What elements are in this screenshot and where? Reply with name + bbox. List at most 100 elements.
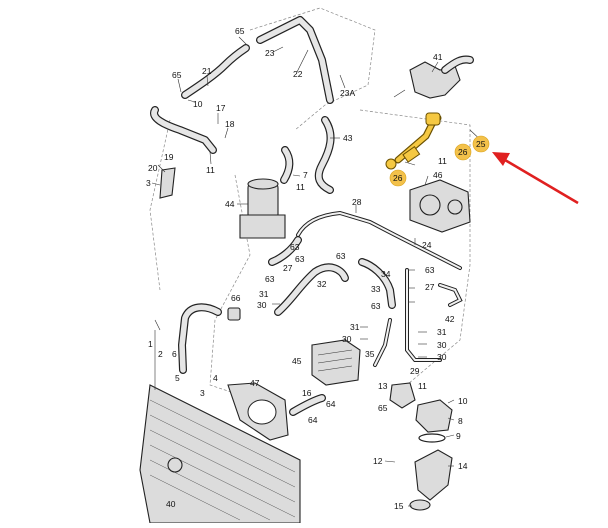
- leader-lines: [151, 36, 486, 507]
- part-46-pump: [409, 179, 471, 233]
- label-9: 9: [456, 431, 461, 441]
- label-23a: 23A: [340, 88, 355, 98]
- label-31: 31: [350, 322, 360, 332]
- label-18: 18: [225, 119, 235, 129]
- pipe-22: [256, 16, 334, 104]
- assembly-outline-top: [249, 7, 376, 131]
- label-3: 3: [200, 388, 205, 398]
- label-17: 17: [216, 103, 226, 113]
- label-11: 11: [438, 156, 447, 166]
- label-14: 14: [458, 461, 468, 471]
- label-5: 5: [175, 373, 180, 383]
- label-19: 19: [164, 152, 174, 162]
- label-43: 43: [343, 133, 353, 143]
- label-30: 30: [437, 340, 447, 350]
- label-11: 11: [418, 381, 427, 391]
- hose-1: [178, 303, 222, 374]
- part-8-flange: [415, 399, 453, 443]
- label-41: 41: [433, 52, 443, 62]
- hose-21: [181, 44, 250, 99]
- highlighted-pipe-25: [385, 112, 442, 170]
- hose-43: [314, 116, 335, 194]
- label-65: 65: [235, 26, 245, 36]
- label-2: 2: [158, 349, 163, 359]
- part-14-housing: [409, 449, 453, 511]
- label-65: 65: [378, 403, 388, 413]
- label-44: 44: [225, 199, 235, 209]
- label-26: 26: [458, 147, 468, 157]
- part-47-cover: [227, 382, 289, 441]
- label-30: 30: [257, 300, 267, 310]
- label-65: 65: [172, 70, 182, 80]
- label-30: 30: [342, 334, 352, 344]
- assembly-outline-center: [209, 174, 251, 396]
- label-63: 63: [290, 242, 300, 252]
- hose-16: [289, 394, 326, 416]
- label-11: 11: [206, 165, 215, 175]
- label-40: 40: [166, 499, 176, 509]
- label-27: 27: [283, 263, 293, 273]
- label-20: 20: [148, 163, 158, 173]
- hose-17: [150, 106, 217, 154]
- hose-32: [274, 263, 349, 316]
- label-35: 35: [365, 349, 375, 359]
- label-32: 32: [317, 279, 327, 289]
- label-6: 6: [172, 349, 177, 359]
- label-10: 10: [193, 99, 203, 109]
- label-42: 42: [445, 314, 455, 324]
- part-45-cooler: [311, 339, 361, 386]
- hose-27: [268, 236, 302, 266]
- highlight-badge-26-upper: [454, 143, 472, 161]
- label-4: 4: [213, 373, 218, 383]
- label-47: 47: [250, 378, 260, 388]
- highlight-badge-25: [472, 135, 490, 153]
- callout-labels: 65 23 22 23A 41 65 21 10 17 18 11 43 25 …: [146, 26, 486, 511]
- red-pointer-arrow: [492, 152, 579, 205]
- label-31: 31: [259, 289, 269, 299]
- label-46: 46: [433, 170, 443, 180]
- label-66: 66: [231, 293, 241, 303]
- part-41-housing: [409, 55, 474, 99]
- label-63: 63: [336, 251, 346, 261]
- label-31: 31: [437, 327, 447, 337]
- label-30: 30: [437, 352, 447, 362]
- label-1: 1: [148, 339, 153, 349]
- pipe-28: [296, 210, 462, 270]
- part-13-valve: [389, 382, 416, 409]
- label-64: 64: [308, 415, 318, 425]
- label-11: 11: [296, 182, 305, 192]
- label-63: 63: [295, 254, 305, 264]
- label-63: 63: [425, 265, 435, 275]
- label-63: 63: [371, 301, 381, 311]
- label-10: 10: [458, 396, 468, 406]
- label-25: 25: [476, 139, 486, 149]
- label-22: 22: [293, 69, 303, 79]
- assembly-outline-left: [149, 119, 171, 291]
- pipe-42: [438, 283, 463, 307]
- label-27: 27: [425, 282, 435, 292]
- label-28: 28: [352, 197, 362, 207]
- hose-33: [358, 258, 396, 309]
- part-66-clamp: [227, 307, 241, 321]
- label-3: 3: [146, 178, 151, 188]
- label-63: 63: [265, 274, 275, 284]
- label-21: 21: [202, 66, 212, 76]
- bracket-19: [159, 167, 176, 199]
- label-33: 33: [371, 284, 381, 294]
- pipe-35: [373, 318, 392, 367]
- label-29: 29: [410, 366, 420, 376]
- label-64: 64: [326, 399, 336, 409]
- highlight-badges: [389, 135, 490, 187]
- label-7: 7: [303, 170, 308, 180]
- label-8: 8: [458, 416, 463, 426]
- label-12: 12: [373, 456, 383, 466]
- highlight-badge-26-lower: [389, 169, 407, 187]
- hose-7: [280, 146, 294, 184]
- pipe-29: [405, 268, 442, 362]
- label-26: 26: [393, 173, 403, 183]
- label-24: 24: [422, 240, 432, 250]
- label-15: 15: [394, 501, 404, 511]
- label-34: 34: [381, 269, 391, 279]
